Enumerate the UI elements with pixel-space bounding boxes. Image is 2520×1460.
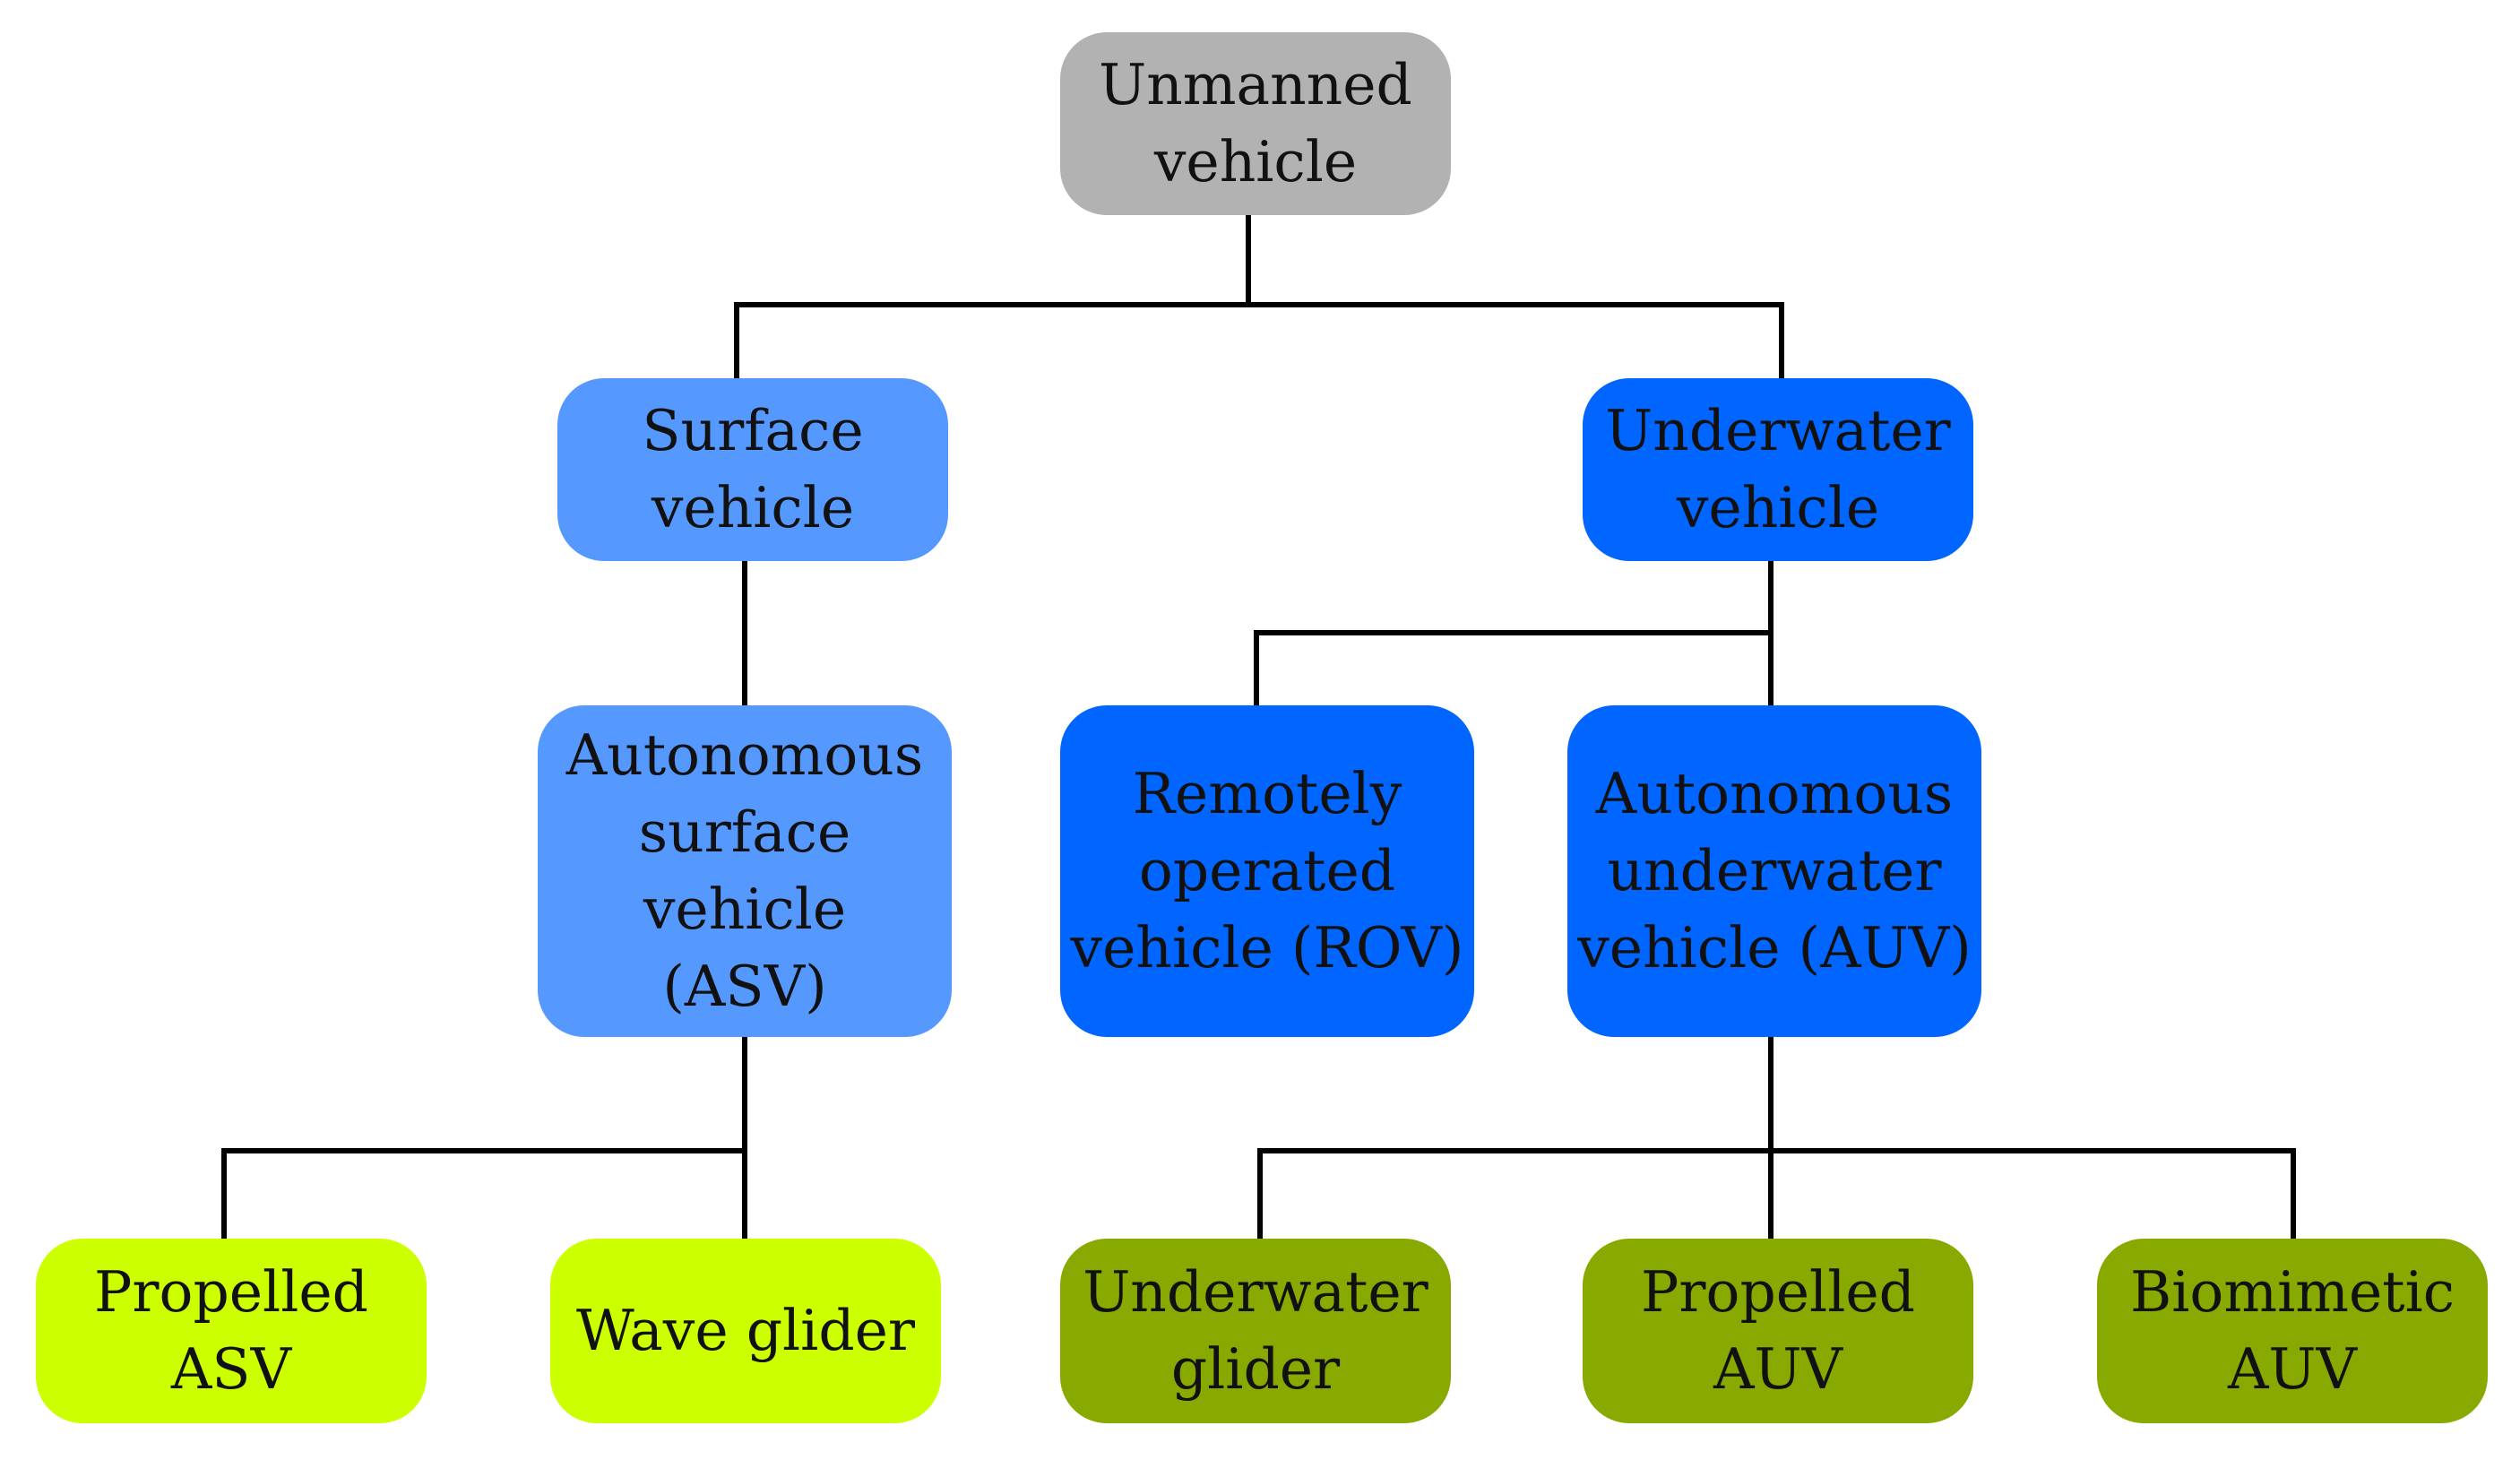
node-label: Biomimetic AUV xyxy=(2129,1259,2455,1402)
node-rov: Remotely operated vehicle (ROV) xyxy=(1060,705,1474,1037)
node-label: Propelled ASV xyxy=(94,1259,368,1402)
node-asv: Autonomous surface vehicle (ASV) xyxy=(538,705,952,1037)
node-underwater-vehicle: Underwater vehicle xyxy=(1583,378,1973,561)
node-surface-vehicle: Surface vehicle xyxy=(557,378,948,561)
node-underwater-glider: Underwater glider xyxy=(1060,1239,1451,1423)
node-label: Propelled AUV xyxy=(1641,1259,1915,1402)
node-label: Underwater glider xyxy=(1083,1259,1428,1402)
node-unmanned-vehicle: Unmanned vehicle xyxy=(1060,32,1451,215)
node-propelled-asv: Propelled ASV xyxy=(36,1239,427,1423)
node-biomimetic-auv: Biomimetic AUV xyxy=(2097,1239,2488,1423)
node-label: Autonomous surface vehicle (ASV) xyxy=(565,722,924,1019)
node-label: Unmanned vehicle xyxy=(1099,52,1412,194)
node-label: Remotely operated vehicle (ROV) xyxy=(1070,761,1464,981)
node-wave-glider: Wave glider xyxy=(550,1239,941,1423)
node-propelled-auv: Propelled AUV xyxy=(1583,1239,1973,1423)
node-label: Wave glider xyxy=(575,1298,916,1363)
node-label: Underwater vehicle xyxy=(1605,398,1951,540)
node-label: Surface vehicle xyxy=(642,398,864,540)
node-label: Autonomous underwater vehicle (AUV) xyxy=(1577,761,1972,981)
node-auv: Autonomous underwater vehicle (AUV) xyxy=(1567,705,1981,1037)
